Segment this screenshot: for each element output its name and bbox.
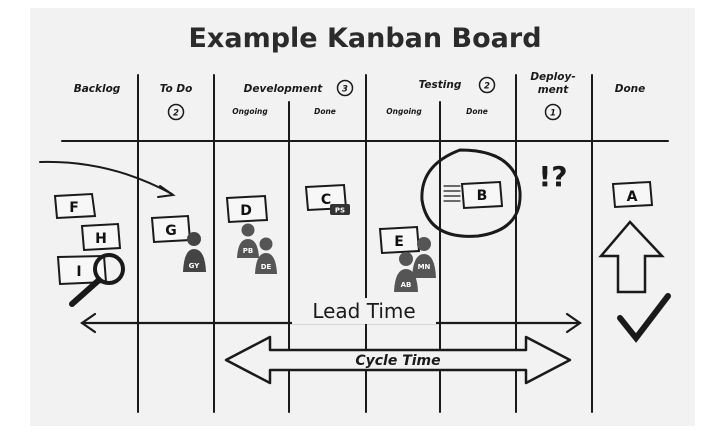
card-e-label: E [394, 234, 404, 250]
column-deployment-header-line2: ment [538, 84, 570, 96]
card-a: A [611, 180, 654, 209]
person-icon-pb: PB [237, 223, 259, 258]
deployment-limit-circle [544, 103, 562, 121]
person-gy-label: GY [189, 262, 201, 270]
person-icon-gy: GY [183, 232, 206, 272]
column-testing-header: Testing [419, 79, 462, 91]
testing-limit: 2 [484, 82, 490, 92]
testing-done-header: Done [466, 107, 488, 116]
card-h-label: H [95, 231, 107, 247]
todo-limit-circle [167, 103, 185, 121]
card-g-label: G [165, 223, 177, 239]
column-backlog-header: Backlog [74, 83, 121, 95]
development-ongoing-header: Ongoing [232, 107, 268, 116]
card-e: E [378, 225, 421, 255]
person-de-label: DE [261, 263, 272, 271]
card-f-label: F [69, 200, 79, 216]
column-development-header: Development [244, 83, 324, 95]
lead-time-label-bg [292, 298, 436, 324]
card-f: F [53, 192, 97, 220]
person-icon-mn: MN [412, 237, 436, 278]
blocked-question-mark: !? [538, 160, 567, 193]
deployment-limit: 1 [550, 109, 556, 119]
card-c: C PS [304, 183, 350, 215]
development-done-header: Done [314, 107, 336, 116]
person-ps-label: PS [335, 207, 345, 215]
card-d-label: D [240, 203, 252, 219]
checkmark-icon [617, 293, 671, 343]
lead-time-label: Lead Time [312, 299, 415, 323]
cycle-time-arrow [224, 335, 572, 385]
development-limit: 3 [342, 85, 348, 95]
cycle-time-label: Cycle Time [355, 353, 440, 369]
lead-time-arrow-right-head [565, 312, 582, 334]
pull-arrow [39, 160, 173, 195]
card-a-label: A [627, 189, 638, 205]
testing-ongoing-header: Ongoing [386, 107, 422, 116]
magnifier-icon [69, 253, 125, 307]
person-mn-label: MN [418, 263, 431, 271]
lead-time-arrow-left-head [80, 312, 97, 334]
card-b-label: B [477, 188, 488, 204]
card-h: H [80, 222, 122, 252]
card-g: G [150, 214, 192, 244]
development-limit-circle [336, 79, 354, 97]
column-done-header: Done [615, 83, 646, 95]
blocked-card-b: B [420, 148, 522, 238]
board-grid [61, 74, 669, 413]
column-deployment-header-line1: Deploy- [530, 71, 575, 83]
card-i-label: I [76, 264, 81, 280]
todo-limit: 2 [173, 109, 179, 119]
person-pb-label: PB [243, 247, 253, 255]
person-icon-de: DE [255, 237, 277, 274]
column-todo-header: To Do [160, 83, 193, 95]
person-ab-label: AB [401, 281, 412, 289]
board-title: Example Kanban Board [188, 23, 541, 54]
pull-arrow-head [157, 185, 176, 198]
testing-limit-circle [478, 76, 496, 94]
card-d: D [225, 194, 269, 224]
up-arrow-icon [598, 220, 665, 294]
card-c-label: C [321, 192, 331, 208]
person-icon-ab: AB [394, 252, 418, 292]
